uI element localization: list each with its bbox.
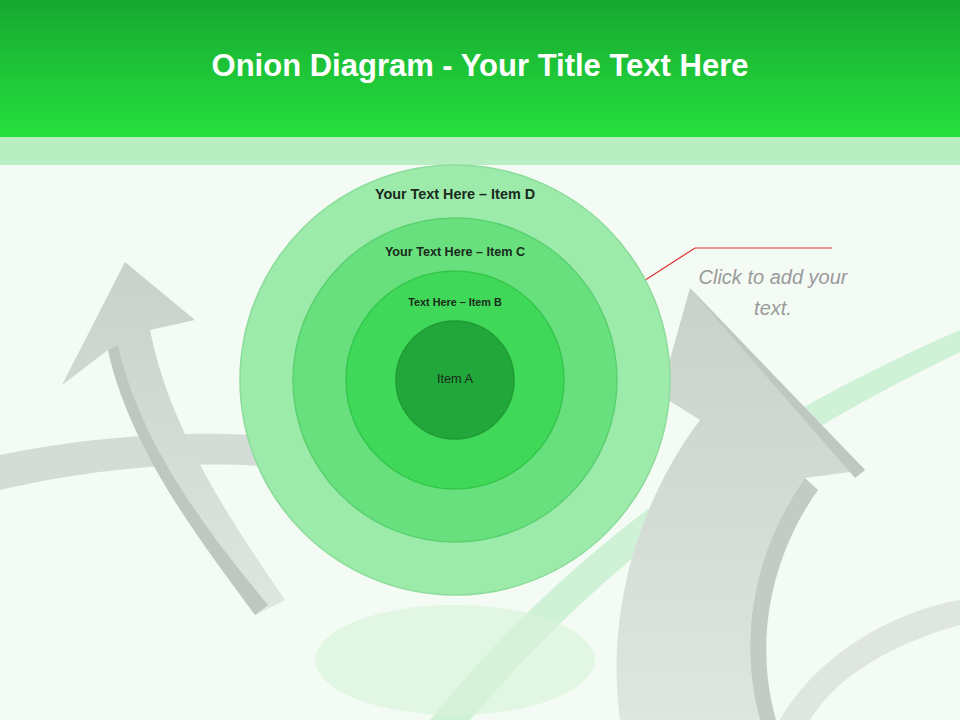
callout-text: Click to add your text. xyxy=(690,262,856,324)
onion-ring: Text Here – Item B Item A xyxy=(345,270,565,490)
ring-label: Your Text Here – Item D xyxy=(239,186,671,203)
onion-ring: Your Text Here – Item C Text Here – Item … xyxy=(292,217,618,543)
onion-ring: Your Text Here – Item D Your Text Here – … xyxy=(239,164,671,596)
core-label: Item A xyxy=(395,372,515,387)
ring-label: Text Here – Item B xyxy=(345,296,565,309)
core-circle: Item A xyxy=(395,320,515,440)
ring-label: Your Text Here – Item C xyxy=(292,245,618,260)
slide-title: Onion Diagram - Your Title Text Here xyxy=(0,48,960,84)
